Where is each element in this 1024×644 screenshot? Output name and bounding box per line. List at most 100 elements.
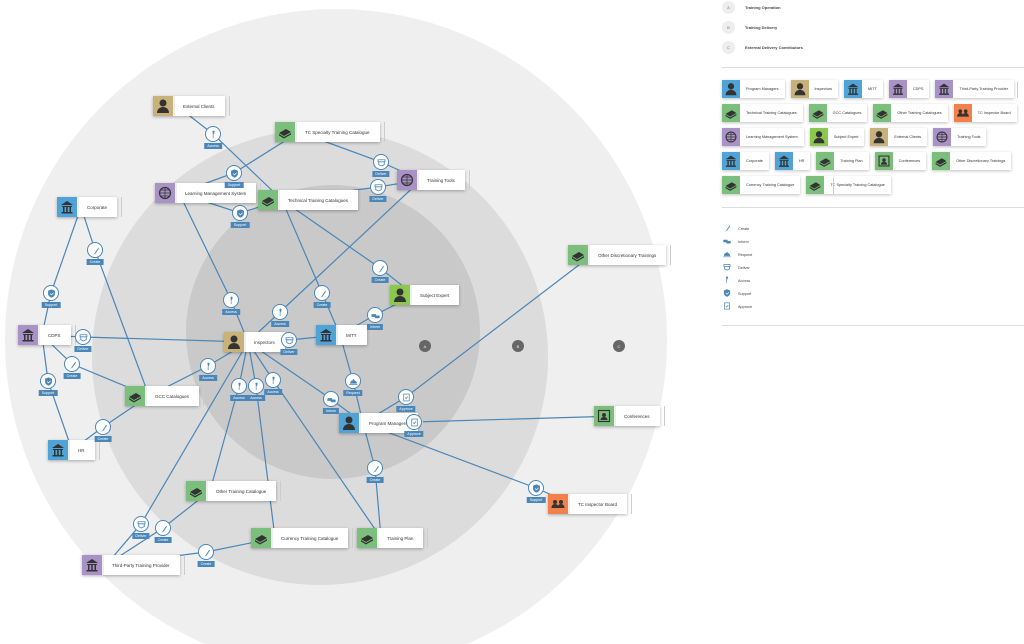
type-label: Learning Management System [746, 135, 798, 139]
access-icon[interactable] [205, 126, 221, 142]
edge-label: Access [204, 143, 222, 149]
node-label: Training Plan [377, 528, 423, 548]
relation-legend-item: Create [722, 222, 752, 235]
access-icon[interactable] [223, 292, 239, 308]
edge-label: Support [230, 222, 250, 228]
person-icon [809, 128, 828, 146]
edge-label: Access [247, 395, 265, 401]
access-icon[interactable] [272, 304, 288, 320]
globe-icon [397, 170, 417, 190]
create-icon[interactable] [155, 520, 171, 536]
edge-label: Approve [396, 406, 416, 412]
node-conf[interactable]: Conferences [594, 406, 664, 426]
bank-icon [888, 80, 907, 98]
create-icon[interactable] [314, 285, 330, 301]
divider [722, 207, 1024, 208]
node-sme[interactable]: Subject Expert [390, 285, 465, 305]
support-icon[interactable] [232, 205, 248, 221]
node-corp[interactable]: Corporate [57, 197, 123, 217]
create-icon[interactable] [87, 242, 103, 258]
type-legend-item: Technical Training Catalogues [722, 104, 803, 122]
ring-marker: C [613, 340, 625, 352]
node-insp[interactable]: Inspectors [224, 332, 290, 352]
type-legend-item: MITT [844, 80, 883, 98]
access-icon[interactable] [265, 372, 281, 388]
node-label: HR [68, 440, 95, 460]
deliver-icon[interactable] [373, 154, 389, 170]
person-icon [790, 80, 809, 98]
node-tcspec[interactable]: TC Specialty Training Catalogue [275, 122, 385, 142]
edge-label: Request [343, 390, 363, 396]
type-legend-item: TC Inspector Board [953, 104, 1017, 122]
deliver-icon[interactable] [75, 329, 91, 345]
approve-icon[interactable] [398, 389, 414, 405]
type-label: TC Specialty Training Catalogue [830, 183, 885, 187]
inform-icon[interactable] [367, 307, 383, 323]
node-hr[interactable]: HR [48, 440, 99, 460]
person-icon [224, 332, 244, 352]
deliver-icon[interactable] [281, 332, 297, 348]
divider [833, 178, 834, 194]
create-icon[interactable] [198, 544, 214, 560]
node-label: Subject Expert [410, 285, 459, 305]
node-plan[interactable]: Training Plan [357, 528, 429, 548]
node-tech[interactable]: Technical Training Catalogues [258, 190, 364, 210]
node-label: Other Training Catalogue [206, 481, 276, 501]
type-legend-item: External Clients [870, 128, 928, 146]
request-icon [722, 246, 732, 264]
create-icon[interactable] [64, 356, 80, 372]
type-legend-item: Conferences [874, 152, 927, 170]
deliver-icon[interactable] [370, 179, 386, 195]
person-icon [870, 128, 889, 146]
node-mitt[interactable]: MITT [316, 325, 371, 345]
type-legend-item: GCC Catalogues [808, 104, 868, 122]
edge-label: Deliver [372, 171, 390, 177]
access-icon[interactable] [231, 378, 247, 394]
book-icon [816, 152, 835, 170]
approve-icon [722, 298, 732, 316]
node-ext[interactable]: External Clients [153, 96, 230, 116]
node-cdps[interactable]: CDPS [18, 325, 75, 345]
create-icon[interactable] [95, 419, 111, 435]
edge-label: Approve [404, 431, 424, 437]
type-legend-item: Program Managers [722, 80, 785, 98]
node-tools[interactable]: Training Tools [397, 170, 470, 190]
relation-legend-item: Support [722, 287, 752, 300]
access-icon[interactable] [200, 358, 216, 374]
bank-icon [18, 325, 38, 345]
node-label: Training Tools [417, 170, 465, 190]
node-tp[interactable]: Third-Party Training Provider [82, 555, 185, 575]
support-icon[interactable] [528, 480, 544, 496]
create-icon[interactable] [372, 260, 388, 276]
deliver-icon [722, 259, 732, 277]
node-curr[interactable]: Currency Training Catalogue [251, 528, 354, 548]
request-icon[interactable] [345, 373, 361, 389]
type-legend-item: Other Discretionary Trainings [932, 152, 1012, 170]
node-tcib[interactable]: TC Inspector Board [548, 494, 633, 514]
relation-legend-item: Request [722, 248, 752, 261]
node-lms[interactable]: Learning Management System [155, 183, 262, 203]
deliver-icon[interactable] [133, 516, 149, 532]
edge-label: Create [63, 373, 81, 379]
support-icon[interactable] [43, 285, 59, 301]
node-odisc[interactable]: Other Discretionary Trainings [568, 245, 672, 265]
node-label: Other Discretionary Trainings [588, 245, 666, 265]
type-label: HR [798, 159, 805, 163]
node-gcc[interactable]: GCC Catalogues [125, 386, 205, 406]
node-otc[interactable]: Other Training Catalogue [186, 481, 282, 501]
edge-label: Support [41, 302, 61, 308]
support-icon[interactable] [40, 373, 56, 389]
create-icon[interactable] [367, 460, 383, 476]
type-legend-item: Learning Management System [722, 128, 804, 146]
type-legend-item: CDPS [888, 80, 930, 98]
access-icon[interactable] [248, 378, 264, 394]
approve-icon[interactable] [406, 414, 422, 430]
support-icon[interactable] [226, 165, 242, 181]
divider [1017, 82, 1018, 98]
inform-icon[interactable] [323, 391, 339, 407]
relation-label: Deliver [738, 265, 750, 270]
divider [722, 67, 1024, 68]
type-label: Program Managers [746, 87, 779, 91]
node-pm[interactable]: Program Managers [339, 413, 423, 433]
